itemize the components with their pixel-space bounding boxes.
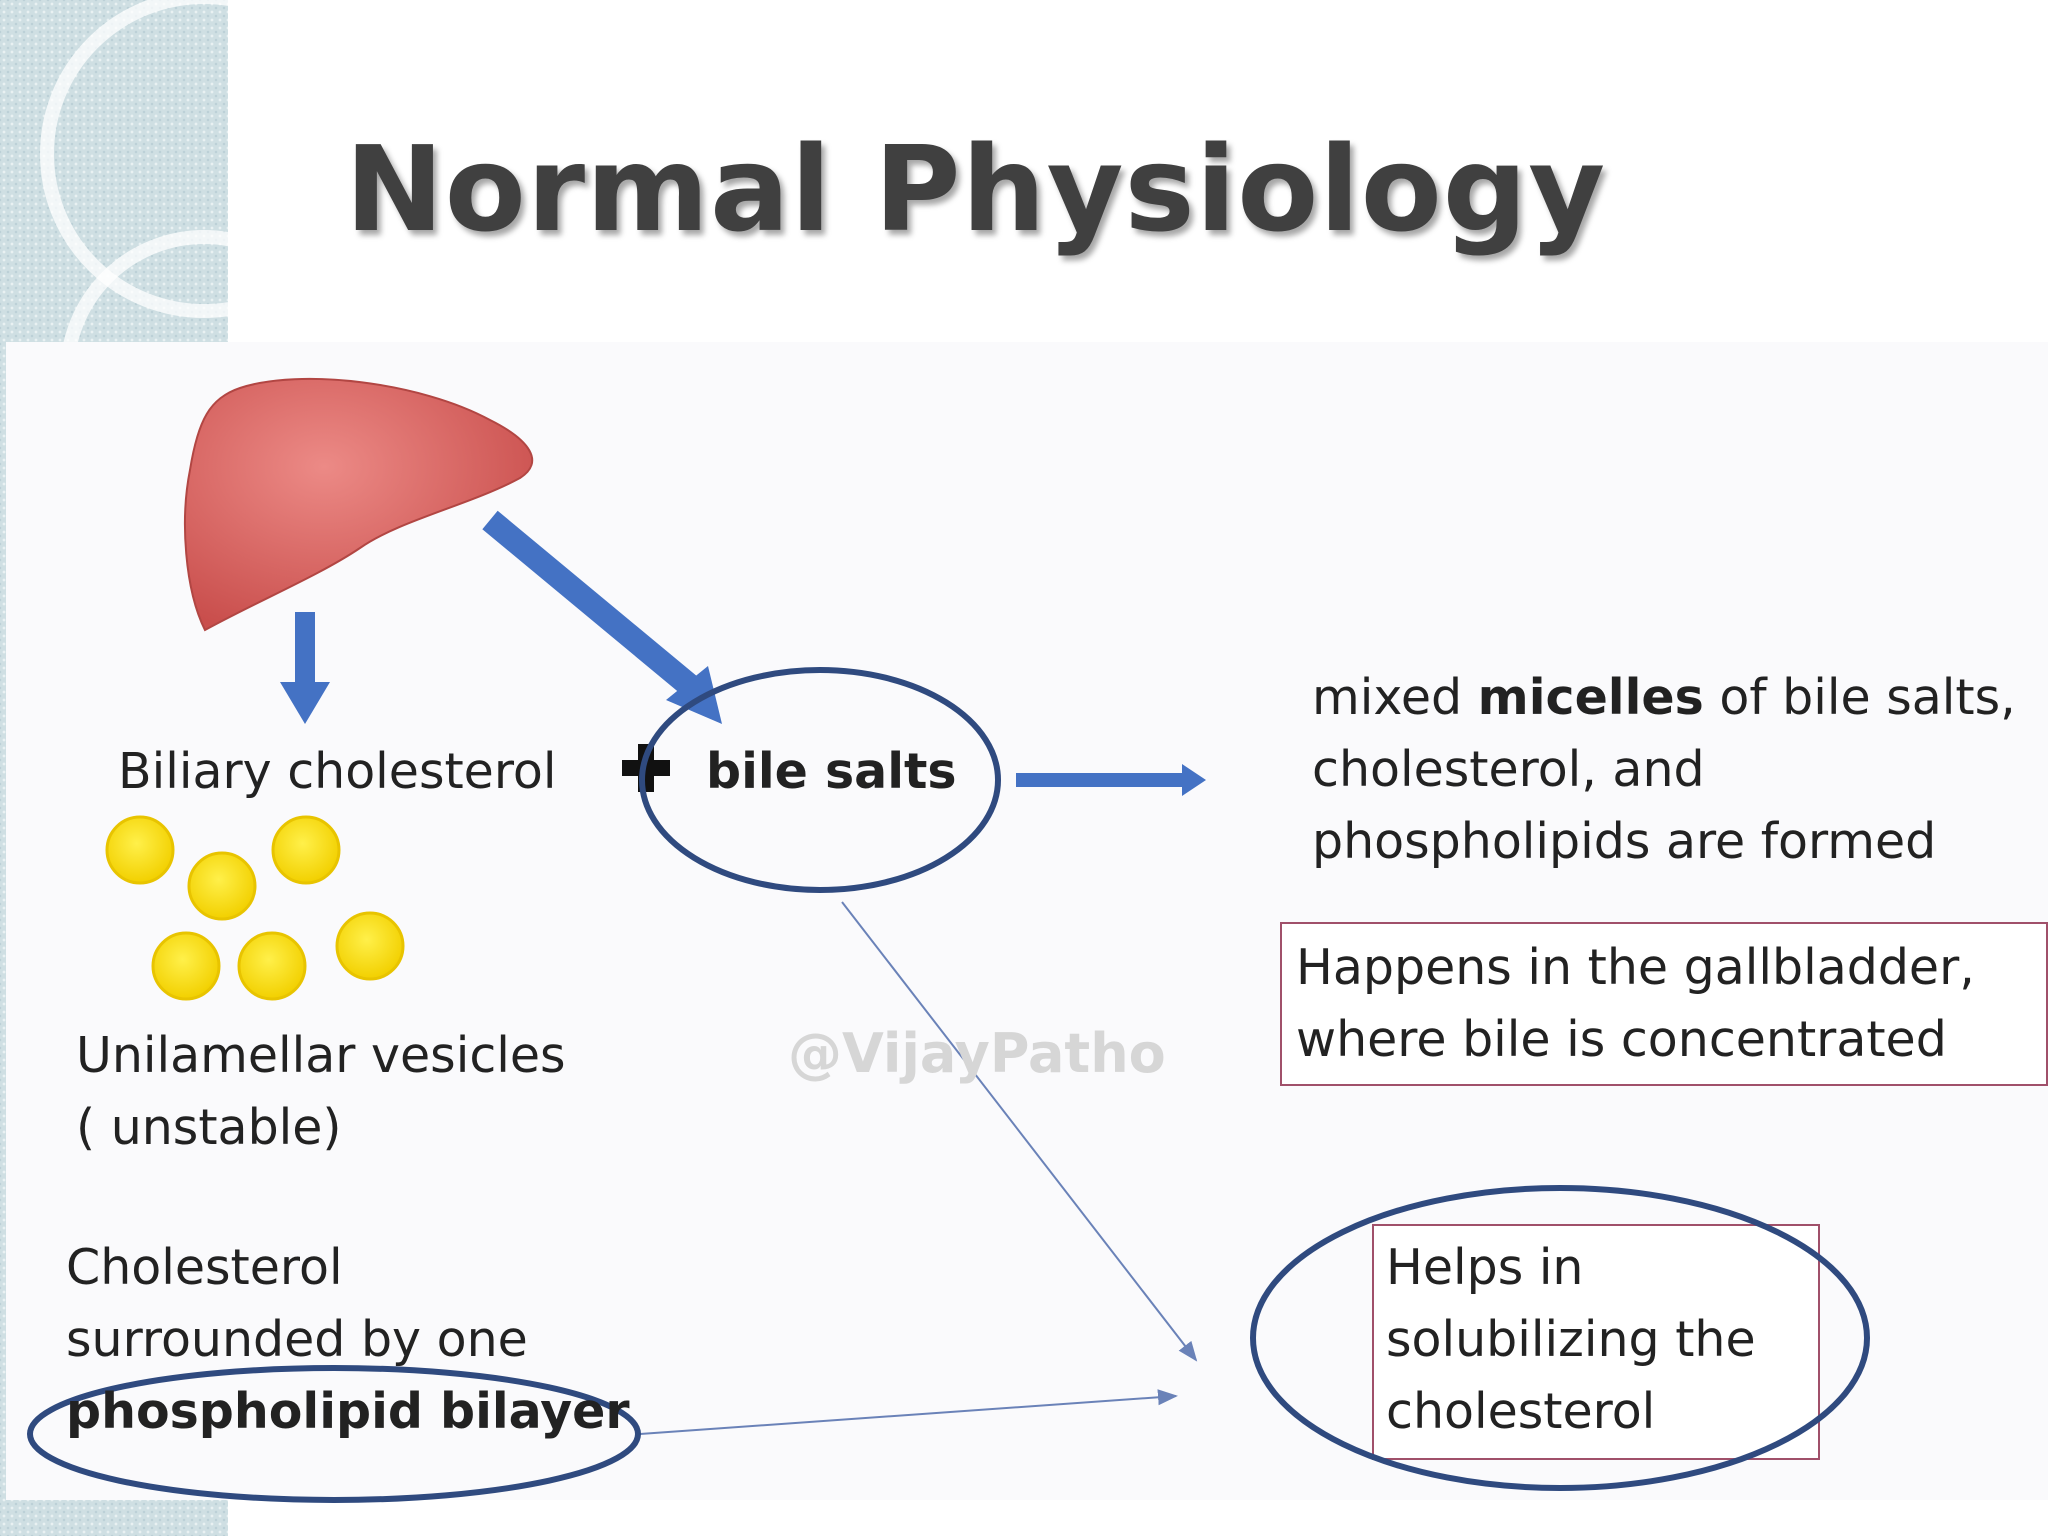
cholesterol-label-line1: Cholesterol <box>66 1239 343 1296</box>
helps-box <box>1372 1224 1820 1460</box>
helps-label-line3: cholesterol <box>1386 1383 1656 1440</box>
vesicle-icon <box>105 815 175 885</box>
micelles-label-line1: mixed micelles of bile salts, <box>1312 662 2016 734</box>
right-arrow <box>1016 764 1206 796</box>
gallbladder-box <box>1280 922 2048 1086</box>
cholesterol-label-line2: surrounded by one <box>66 1311 528 1368</box>
bile-salts-label: bile salts <box>706 743 957 800</box>
micelles-text: of bile salts, <box>1703 669 2016 726</box>
vesicle-cluster <box>105 815 405 1001</box>
diagonal-arrow <box>482 510 722 724</box>
slide-title: Normal Physiology <box>345 120 1607 258</box>
phospholipid-bilayer-label: phospholipid bilayer <box>66 1383 630 1440</box>
gallbladder-label-line2: where bile is concentrated <box>1296 1011 1947 1068</box>
down-arrow <box>280 612 330 724</box>
helps-label-line1: Helps in <box>1386 1239 1584 1296</box>
gallbladder-label-line1: Happens in the gallbladder, <box>1296 939 1975 996</box>
connector-line <box>841 901 1198 1362</box>
micelles-bold-text: micelles <box>1477 669 1704 726</box>
unilamellar-label-line2: ( unstable) <box>76 1099 342 1156</box>
watermark: @VijayPatho <box>788 1022 1166 1085</box>
micelles-label-line3: phospholipids are formed <box>1312 813 1937 870</box>
micelles-text: mixed <box>1312 669 1478 726</box>
connector-line <box>639 1389 1178 1435</box>
unilamellar-label-line1: Unilamellar vesicles <box>76 1027 566 1084</box>
vesicle-icon <box>187 851 257 921</box>
micelles-label-line2: cholesterol, and <box>1312 741 1705 798</box>
vesicle-icon <box>335 911 405 981</box>
liver-icon <box>184 377 534 632</box>
bile-salts-ellipse <box>639 667 1001 893</box>
biliary-cholesterol-label: Biliary cholesterol <box>118 743 557 800</box>
vesicle-icon <box>271 815 341 885</box>
helps-ellipse <box>1250 1185 1870 1491</box>
phospholipid-ellipse <box>27 1365 641 1503</box>
helps-label-line2: solubilizing the <box>1386 1311 1756 1368</box>
vesicle-icon <box>237 931 307 1001</box>
vesicle-icon <box>151 931 221 1001</box>
